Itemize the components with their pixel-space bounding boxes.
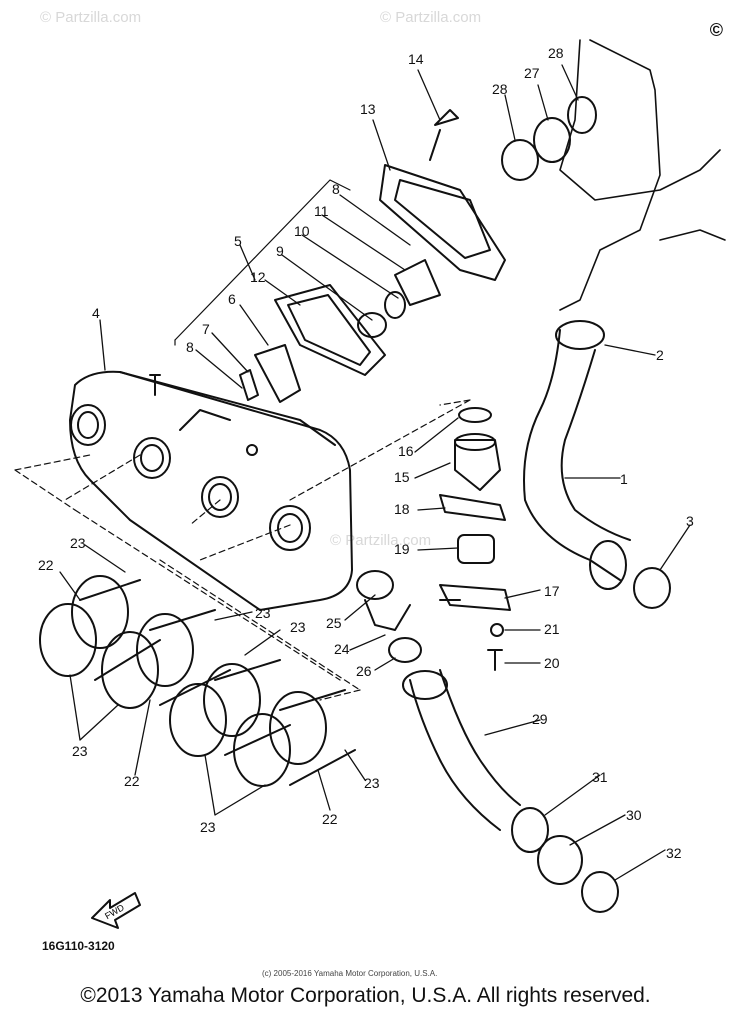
- label-13: 13: [360, 101, 376, 117]
- label-8b: 8: [186, 339, 194, 355]
- label-14: 14: [408, 51, 424, 67]
- label-2: 2: [656, 347, 664, 363]
- label-20: 20: [544, 655, 560, 671]
- label-23b: 23: [255, 605, 271, 621]
- label-8a: 8: [332, 181, 340, 197]
- label-29: 29: [532, 711, 548, 727]
- label-17: 17: [544, 583, 560, 599]
- label-18: 18: [394, 501, 410, 517]
- label-22b: 22: [124, 773, 140, 789]
- label-11: 11: [314, 203, 329, 219]
- watermark-1: © Partzilla.com: [40, 9, 141, 26]
- label-28b: 28: [548, 45, 564, 61]
- air-box: [69, 370, 353, 611]
- watermark-2: © Partzilla.com: [380, 9, 481, 26]
- label-31: 31: [592, 769, 608, 785]
- fwd-label: FWD: [103, 902, 126, 921]
- label-27: 27: [524, 65, 540, 81]
- label-24: 24: [334, 641, 350, 657]
- label-3: 3: [686, 513, 694, 529]
- label-15: 15: [394, 469, 410, 485]
- intake-hose: [523, 329, 631, 581]
- copyright-footer: ©2013 Yamaha Motor Corporation, U.S.A. A…: [80, 984, 651, 1007]
- label-23f: 23: [200, 819, 216, 835]
- watermark-3: © Partzilla.com: [330, 532, 431, 549]
- label-22a: 22: [38, 557, 54, 573]
- label-4: 4: [92, 305, 100, 321]
- label-19: 19: [394, 541, 410, 557]
- label-5: 5: [234, 233, 242, 249]
- gasket-12: [274, 284, 386, 376]
- diagram-code: 16G110-3120: [42, 939, 115, 953]
- reed-cover: [379, 164, 506, 281]
- label-10: 10: [294, 223, 310, 239]
- label-28a: 28: [492, 81, 508, 97]
- label-21: 21: [544, 621, 560, 637]
- label-26: 26: [356, 663, 372, 679]
- small-copyright: (c) 2005-2016 Yamaha Motor Corporation, …: [262, 969, 437, 978]
- label-12: 12: [250, 269, 266, 285]
- label-6: 6: [228, 291, 236, 307]
- label-9: 9: [276, 243, 284, 259]
- label-22c: 22: [322, 811, 338, 827]
- corner-copyright-mark: ©: [709, 20, 723, 40]
- label-23a: 23: [70, 535, 86, 551]
- label-7: 7: [202, 321, 210, 337]
- label-16: 16: [398, 443, 414, 459]
- label-23e: 23: [364, 775, 380, 791]
- label-25: 25: [326, 615, 342, 631]
- label-23c: 23: [290, 619, 306, 635]
- label-23d: 23: [72, 743, 88, 759]
- label-30: 30: [626, 807, 642, 823]
- label-1: 1: [620, 471, 628, 487]
- oil-hose: [409, 669, 521, 831]
- label-32: 32: [666, 845, 682, 861]
